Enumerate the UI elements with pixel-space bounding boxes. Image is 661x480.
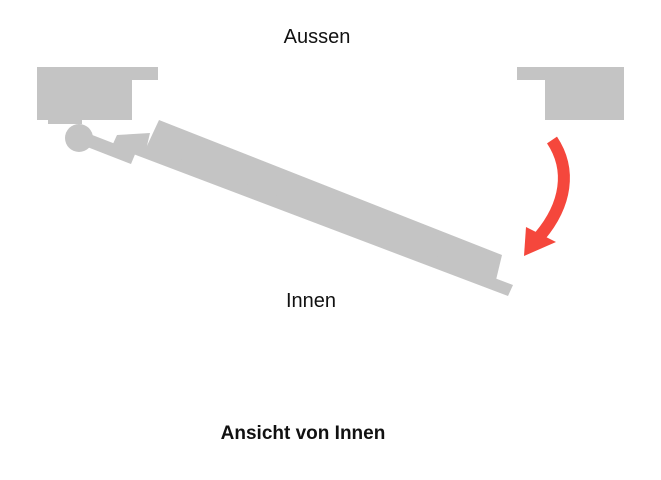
right-wall-block	[545, 67, 624, 120]
arrow-head	[524, 227, 556, 256]
arrow-shaft	[535, 136, 570, 240]
left-wall	[37, 67, 158, 124]
door-leaf	[112, 120, 513, 296]
hinge	[65, 124, 136, 164]
caption-view-from-inside: Ansicht von Innen	[220, 423, 386, 444]
label-outside: Aussen	[283, 26, 351, 48]
left-wall-block	[37, 67, 132, 120]
door-leaf-rebate	[112, 135, 513, 296]
label-inside: Innen	[285, 290, 337, 312]
curved-arrow-clockwise-icon	[524, 136, 570, 256]
door-leaf-body	[146, 120, 502, 280]
hinge-arm	[77, 131, 136, 164]
door-leaf-step	[117, 133, 150, 150]
right-wall	[517, 67, 624, 120]
hinge-mount	[48, 112, 82, 124]
